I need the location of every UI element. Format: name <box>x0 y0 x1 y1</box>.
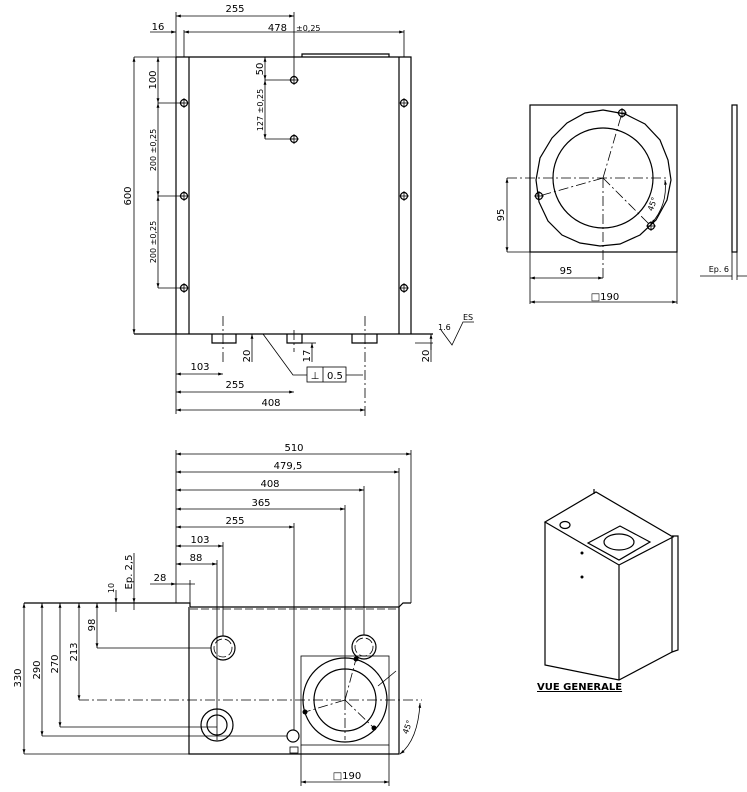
dim-600: 600 <box>123 186 134 205</box>
perpendicularity-symbol: ⊥ <box>311 371 320 382</box>
dim-478-tolerance: ±0,25 <box>296 24 321 33</box>
dim-127: 127 ±0,25 <box>256 89 265 131</box>
iso-flue-plate <box>586 525 652 561</box>
dim-408: 408 <box>261 398 280 409</box>
dim-255-bottom: 255 <box>225 380 244 391</box>
dim-88: 88 <box>190 553 203 564</box>
top-view-angle: 45° <box>401 719 414 735</box>
plate-dim-95-horizontal: 95 <box>560 266 573 277</box>
plate-square <box>529 104 678 253</box>
plate-dim-190: □190 <box>591 292 620 303</box>
dim-330: 330 <box>13 668 24 687</box>
mounting-holes <box>178 74 410 294</box>
dim-255-top-view: 255 <box>225 516 244 527</box>
dim-270: 270 <box>50 654 61 673</box>
dim-10: 10 <box>107 583 116 593</box>
dim-98: 98 <box>87 619 98 632</box>
dim-20-right: 20 <box>421 350 432 363</box>
dim-478: 478 <box>268 23 287 34</box>
plate-view: 95 95 □190 45° Ep. 6 <box>496 104 747 304</box>
center-lines <box>222 316 366 416</box>
dim-408-top: 408 <box>260 479 279 490</box>
plate-thickness: Ep. 6 <box>709 265 729 274</box>
top-view-dim-190: □190 <box>333 771 362 782</box>
dim-100: 100 <box>148 70 159 89</box>
plate-dim-95-vertical: 95 <box>496 209 507 222</box>
dim-510: 510 <box>284 443 303 454</box>
iso-pipe <box>559 520 571 530</box>
dim-28: 28 <box>154 573 167 584</box>
dim-200-lower: 200 ±0,25 <box>149 221 158 263</box>
roughness-code: ES <box>463 313 473 322</box>
dim-16: 16 <box>152 22 165 33</box>
dim-17: 17 <box>302 350 313 363</box>
plate-side-view <box>731 104 738 253</box>
dim-50: 50 <box>255 63 266 76</box>
dim-479-5: 479,5 <box>274 461 303 472</box>
tolerance-value: 0.5 <box>327 371 343 382</box>
dim-365: 365 <box>251 498 270 509</box>
body-outline <box>24 602 411 755</box>
plate-flange-outline <box>535 109 672 247</box>
top-view: 510 479,5 408 365 255 103 88 28 10 Ep. 2… <box>13 443 422 786</box>
iso-box <box>543 491 675 681</box>
dim-103-top-view: 103 <box>190 535 209 546</box>
dim-200-upper: 200 ±0,25 <box>149 129 158 171</box>
dim-290: 290 <box>32 660 43 679</box>
bottom-tabs <box>211 334 378 344</box>
front-view: 255 16 478 ±0,25 600 100 200 ±0,25 200 ±… <box>123 4 474 416</box>
isometric-view: VUE GENERALE <box>537 489 679 693</box>
dim-103: 103 <box>190 362 209 373</box>
sheet-thickness: Ep. 2,5 <box>124 555 135 590</box>
view-caption: VUE GENERALE <box>537 682 622 693</box>
dim-255-top: 255 <box>225 4 244 15</box>
surface-roughness-symbol <box>440 321 474 346</box>
pipe-connections <box>200 634 377 754</box>
dim-20-left: 20 <box>242 350 253 363</box>
roughness-value: 1.6 <box>438 323 451 332</box>
top-bar <box>301 53 390 57</box>
plate-outline <box>134 56 433 335</box>
tolerance-frame <box>306 366 347 383</box>
dim-213: 213 <box>69 642 80 661</box>
